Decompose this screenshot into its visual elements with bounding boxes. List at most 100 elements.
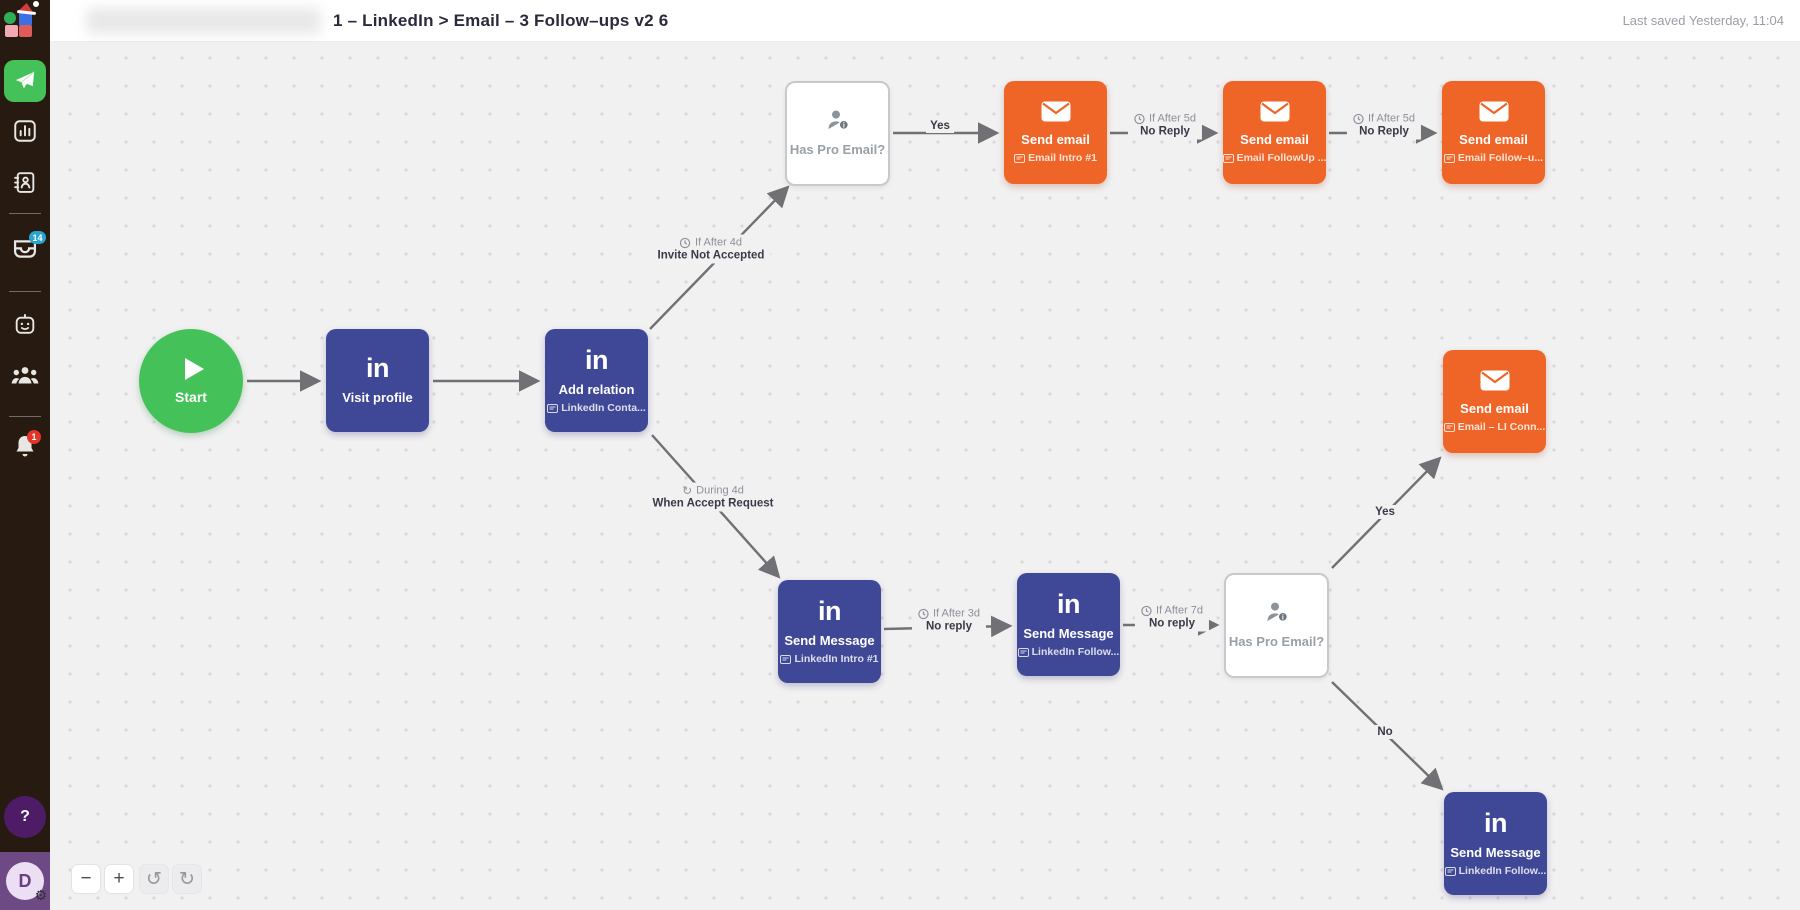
node-send-message-followup2[interactable]: in Send Message LinkedIn Follow... bbox=[1444, 792, 1547, 895]
last-saved-status: Last saved Yesterday, 11:04 bbox=[1622, 13, 1784, 28]
node-title: Send email bbox=[1240, 131, 1309, 147]
edge-label-no-reply-5d: If After 5d No Reply bbox=[1127, 110, 1203, 140]
linkedin-icon: in bbox=[1057, 588, 1081, 619]
node-template: LinkedIn Conta... bbox=[547, 402, 646, 414]
node-visit-profile[interactable]: in Visit profile bbox=[326, 329, 429, 432]
sidebar-item-team[interactable] bbox=[11, 364, 39, 387]
sidebar-item-automations[interactable] bbox=[13, 312, 38, 337]
zoom-out-button[interactable]: − bbox=[71, 864, 101, 894]
clock-icon bbox=[1134, 113, 1145, 124]
redo-button[interactable]: ↻ bbox=[172, 864, 202, 894]
sidebar-divider bbox=[9, 213, 41, 214]
account-menu[interactable]: D ⚙ bbox=[0, 852, 50, 910]
node-title: Send Message bbox=[1023, 625, 1114, 641]
page-title: 1 – LinkedIn > Email – 3 Follow–ups v2 6 bbox=[333, 11, 669, 30]
edge-label-no-reply-7d: If After 7d No reply bbox=[1134, 602, 1210, 632]
inbox-icon bbox=[13, 240, 37, 258]
node-title: Send email bbox=[1459, 131, 1528, 147]
paper-plane-icon bbox=[15, 71, 35, 89]
envelope-icon bbox=[1041, 101, 1071, 122]
edge-label-invite-not-accepted: If After 4d Invite Not Accepted bbox=[651, 234, 771, 264]
svg-text:i: i bbox=[842, 122, 844, 129]
svg-text:i: i bbox=[1281, 614, 1283, 621]
node-send-email-li-conn[interactable]: Send email Email – LI Conn... bbox=[1443, 350, 1546, 453]
logo-pink-square bbox=[5, 25, 18, 37]
node-template: Email Intro #1 bbox=[1014, 152, 1097, 164]
clock-icon bbox=[1141, 605, 1152, 616]
sidebar-item-contacts[interactable] bbox=[13, 170, 38, 195]
node-template: LinkedIn Follow... bbox=[1017, 646, 1119, 658]
workflow-canvas[interactable]: If After 4d Invite Not Accepted ↻ During… bbox=[50, 42, 1800, 910]
clock-icon bbox=[1353, 113, 1364, 124]
sidebar-item-campaigns[interactable] bbox=[4, 60, 46, 102]
linkedin-icon: in bbox=[818, 595, 842, 626]
help-button[interactable]: ? bbox=[4, 796, 46, 838]
node-send-email-followup2[interactable]: Send email Email Follow–u... bbox=[1442, 81, 1545, 184]
template-icon bbox=[780, 654, 792, 664]
santa-hat-pompom bbox=[33, 1, 39, 7]
envelope-icon bbox=[1479, 101, 1509, 122]
undo-button[interactable]: ↺ bbox=[139, 864, 169, 894]
edge-label-no-reply-5d: If After 5d No Reply bbox=[1346, 110, 1422, 140]
node-title: Has Pro Email? bbox=[789, 142, 886, 158]
people-group-icon bbox=[11, 367, 39, 384]
template-icon bbox=[1014, 153, 1026, 163]
top-header: 1 – LinkedIn > Email – 3 Follow–ups v2 6… bbox=[50, 0, 1800, 42]
node-has-pro-email-bottom[interactable]: i Has Pro Email? bbox=[1224, 573, 1329, 678]
node-template: Email FollowUp ... bbox=[1222, 152, 1326, 164]
avatar-initial: D bbox=[18, 870, 32, 891]
address-book-icon bbox=[14, 172, 35, 193]
node-start[interactable]: Start bbox=[139, 329, 243, 433]
node-title: Send email bbox=[1460, 400, 1529, 416]
cycle-icon: ↻ bbox=[682, 483, 693, 498]
edge-label-yes: Yes bbox=[926, 119, 954, 133]
help-label: ? bbox=[20, 808, 30, 825]
linkedin-icon: in bbox=[366, 353, 390, 384]
template-icon bbox=[1017, 647, 1029, 657]
node-send-message-intro[interactable]: in Send Message LinkedIn Intro #1 bbox=[778, 580, 881, 683]
node-title: Add relation bbox=[558, 381, 635, 397]
node-title: Visit profile bbox=[342, 390, 413, 406]
node-send-message-followup[interactable]: in Send Message LinkedIn Follow... bbox=[1017, 573, 1120, 676]
edge-label-yes: Yes bbox=[1371, 505, 1399, 519]
node-title: Send Message bbox=[1450, 844, 1541, 860]
bar-chart-icon bbox=[14, 120, 36, 142]
node-has-pro-email-top[interactable]: i Has Pro Email? bbox=[785, 81, 890, 186]
edge-label-no: No bbox=[1373, 725, 1397, 739]
avatar: D ⚙ bbox=[6, 862, 47, 903]
logo-green-circle bbox=[4, 12, 16, 24]
person-info-icon: i bbox=[1264, 601, 1290, 623]
node-add-relation[interactable]: in Add relation LinkedIn Conta... bbox=[545, 329, 648, 432]
sidebar: 14 1 bbox=[0, 0, 50, 910]
linkedin-icon: in bbox=[1484, 807, 1508, 838]
app-logo-icon[interactable] bbox=[0, 1, 42, 42]
play-icon bbox=[184, 357, 204, 380]
node-template: Email – LI Conn... bbox=[1443, 421, 1545, 433]
clock-icon bbox=[680, 237, 691, 248]
sidebar-divider bbox=[9, 416, 41, 417]
node-send-email-intro[interactable]: Send email Email Intro #1 bbox=[1004, 81, 1107, 184]
logo-red-square bbox=[19, 25, 32, 37]
sidebar-item-statistics[interactable] bbox=[12, 118, 38, 144]
envelope-icon bbox=[1480, 370, 1510, 391]
person-info-icon: i bbox=[825, 109, 851, 131]
template-icon bbox=[1443, 422, 1455, 432]
node-title: Start bbox=[175, 388, 207, 405]
zoom-in-button[interactable]: + bbox=[104, 864, 134, 894]
sidebar-item-notifications[interactable]: 1 bbox=[13, 430, 41, 465]
node-template: LinkedIn Intro #1 bbox=[780, 653, 879, 665]
template-icon bbox=[547, 403, 559, 413]
node-title: Send email bbox=[1021, 131, 1090, 147]
inbox-badge: 14 bbox=[29, 231, 46, 244]
template-icon bbox=[1444, 866, 1456, 876]
node-title: Has Pro Email? bbox=[1228, 634, 1325, 650]
edge-label-when-accept-request: ↻ During 4d When Accept Request bbox=[646, 482, 780, 512]
sidebar-item-inbox[interactable]: 14 bbox=[11, 231, 46, 267]
robot-icon bbox=[15, 313, 35, 334]
node-send-email-followup[interactable]: Send email Email FollowUp ... bbox=[1222, 81, 1326, 184]
envelope-icon bbox=[1260, 101, 1290, 122]
template-icon bbox=[1443, 153, 1455, 163]
edge-label-no-reply-3d: If After 3d No reply bbox=[911, 605, 987, 635]
redacted-campaign-name bbox=[86, 8, 321, 34]
node-template: LinkedIn Follow... bbox=[1444, 865, 1546, 877]
